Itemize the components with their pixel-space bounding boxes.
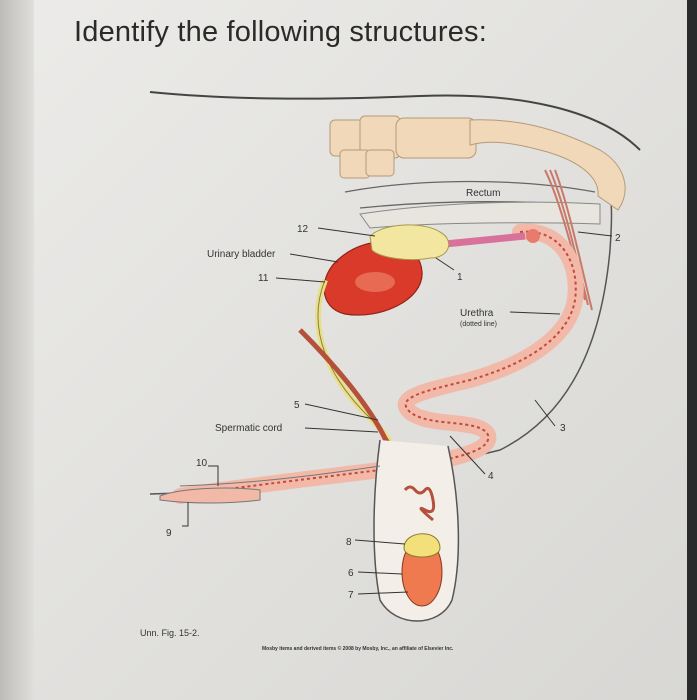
figure-caption: Unn. Fig. 15-2. [140,628,200,638]
prostate-gland [369,224,450,261]
penis [179,465,381,487]
figure-credit: Mosby items and derived items © 2008 by … [262,645,454,652]
pelvic-urethra [444,232,526,248]
number-5: 5 [294,400,300,411]
number-8: 8 [346,537,352,548]
number-12: 12 [297,224,309,235]
glans [159,487,261,504]
number-9: 9 [166,528,172,539]
number-11: 11 [258,273,269,284]
bladder-highlight [355,272,395,292]
label-rectum: Rectum [466,188,500,199]
number-6: 6 [348,568,354,579]
label-urethra: Urethra [460,308,494,319]
question-heading: Identify the following structures: [74,16,487,48]
number-7: 7 [348,590,354,601]
body-outline [149,91,641,151]
urethra-dotted-line [179,230,577,497]
leader-lines [182,227,613,595]
label-spermatic-cord: Spermatic cord [215,423,282,434]
pampiniform-plexus [403,485,436,522]
label-urethra-note: (dotted line) [460,321,497,328]
number-1: 1 [457,272,463,283]
number-10: 10 [196,458,208,469]
spine [329,115,626,211]
label-urinary-bladder: Urinary bladder [207,249,276,260]
bulbourethral-gland [526,229,540,243]
epididymis [403,533,441,558]
number-2: 2 [615,233,621,244]
rectum [359,201,601,229]
page-edge-left [0,0,34,700]
number-4: 4 [488,471,494,482]
page-edge-right [687,0,697,700]
number-3: 3 [560,423,566,434]
